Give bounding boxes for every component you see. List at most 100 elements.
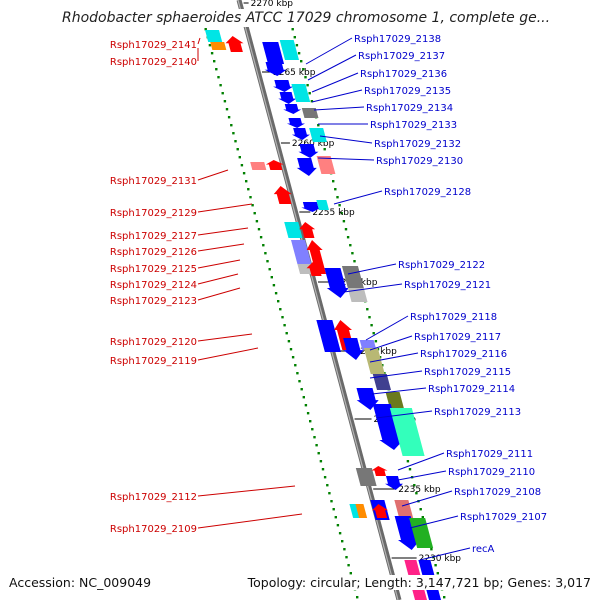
boundary-dot-left — [221, 92, 224, 95]
right-gene-label: Rsph17029_2108 — [454, 487, 541, 498]
right-label-connector — [365, 315, 409, 341]
boundary-dot-right — [342, 220, 346, 223]
gene-feature-8 — [278, 92, 297, 104]
left-label-connector — [197, 513, 303, 529]
right-label-connector — [311, 72, 359, 93]
boundary-dot-left — [315, 444, 318, 447]
gene-feature-3 — [225, 36, 244, 52]
boundary-dot-left — [347, 564, 350, 567]
kbp-tick-label: 2270 kbp — [251, 0, 294, 9]
gene-feature-9 — [291, 84, 311, 102]
boundary-dot-right — [300, 60, 303, 63]
boundary-dot-left — [326, 484, 329, 487]
boundary-dot-left — [266, 260, 269, 263]
right-gene-label: Rsph17029_2118 — [410, 312, 497, 323]
gene-feature-34 — [343, 338, 364, 360]
boundary-dot-left — [240, 164, 244, 167]
boundary-dot-left — [268, 268, 271, 271]
gene-feature-51 — [409, 518, 434, 548]
right-label-connector — [343, 283, 403, 293]
right-gene-label: Rsph17029_2134 — [366, 103, 453, 114]
boundary-dot-left — [251, 204, 254, 207]
boundary-dot-left — [219, 84, 222, 87]
boundary-dot-right — [368, 316, 371, 319]
right-label-connector — [371, 387, 427, 395]
boundary-dot-left — [319, 460, 323, 463]
left-label-connector — [197, 243, 245, 252]
right-gene-label: Rsph17029_2114 — [428, 384, 515, 395]
boundary-dot-right — [415, 492, 418, 495]
right-label-connector — [369, 352, 419, 363]
left-gene-label: Rsph17029_2140 — [110, 57, 197, 68]
boundary-dot-left — [242, 172, 246, 175]
left-gene-label: Rsph17029_2127 — [110, 231, 197, 242]
map-title: Rhodobacter sphaeroides ATCC 17029 chrom… — [62, 9, 592, 27]
boundary-dot-left — [236, 148, 239, 151]
boundary-dot-left — [294, 364, 297, 367]
boundary-dot-right — [353, 260, 356, 263]
boundary-dot-right — [436, 572, 439, 575]
right-label-connector — [369, 370, 423, 379]
right-label-connector — [333, 190, 383, 205]
boundary-dot-right — [406, 460, 410, 463]
boundary-dot-right — [351, 252, 354, 255]
gene-feature-25 — [291, 240, 312, 264]
boundary-dot-left — [245, 180, 248, 183]
boundary-dot-right — [310, 100, 314, 103]
left-gene-label: Rsph17029_2131 — [110, 176, 197, 187]
boundary-dot-right — [338, 204, 341, 207]
gene-feature-16 — [296, 158, 317, 176]
kbp-tick-label: 2255 kbp — [312, 208, 355, 218]
right-label-connector — [307, 54, 357, 81]
right-label-connector — [401, 490, 453, 507]
right-label-connector — [319, 135, 373, 144]
boundary-dot-right — [323, 148, 326, 151]
boundary-dot-left — [306, 412, 310, 415]
right-gene-label: Rsph17029_2128 — [384, 187, 471, 198]
right-gene-label: Rsph17029_2111 — [446, 449, 533, 460]
boundary-dot-right — [413, 484, 416, 487]
boundary-dot-left — [323, 476, 327, 479]
boundary-dot-left — [238, 156, 241, 159]
right-label-connector — [347, 263, 397, 275]
gene-feature-48 — [372, 504, 389, 518]
boundary-dot-right — [297, 52, 301, 55]
right-gene-label: recA — [472, 544, 495, 555]
right-gene-label: Rsph17029_2130 — [376, 156, 463, 167]
boundary-dot-right — [317, 124, 320, 127]
left-label-connector — [197, 259, 241, 269]
boundary-dot-left — [234, 140, 237, 143]
right-gene-label: Rsph17029_2122 — [398, 260, 485, 271]
boundary-dot-left — [289, 348, 293, 351]
boundary-dot-right — [419, 508, 422, 511]
gene-feature-11 — [301, 108, 319, 118]
boundary-dot-left — [247, 188, 250, 191]
gene-feature-29 — [324, 268, 349, 298]
boundary-dot-right — [332, 180, 335, 183]
right-label-connector — [419, 547, 471, 561]
kbp-tick-label: 2235 kbp — [398, 485, 441, 495]
boundary-dot-left — [356, 596, 359, 599]
boundary-dot-right — [349, 244, 352, 247]
left-label-connector — [197, 227, 249, 236]
gene-feature-43 — [371, 466, 388, 476]
left-gene-label: Rsph17029_2126 — [110, 247, 197, 258]
boundary-dot-left — [345, 556, 348, 559]
gene-feature-24 — [299, 222, 316, 238]
left-gene-label: Rsph17029_2141 — [110, 40, 197, 51]
boundary-dot-left — [285, 332, 288, 335]
left-label-connector — [197, 485, 296, 497]
boundary-dot-left — [336, 524, 340, 527]
boundary-dot-left — [332, 508, 335, 511]
boundary-dot-right — [334, 188, 337, 191]
left-gene-label: Rsph17029_2125 — [110, 264, 197, 275]
gene-feature-27 — [306, 240, 327, 274]
left-gene-label: Rsph17029_2119 — [110, 356, 197, 367]
gene-feature-5 — [279, 40, 300, 60]
boundary-dot-left — [281, 316, 284, 319]
gene-feature-49 — [394, 500, 414, 518]
boundary-dot-right — [370, 324, 373, 327]
right-label-connector — [313, 106, 365, 111]
boundary-dot-left — [270, 276, 273, 279]
